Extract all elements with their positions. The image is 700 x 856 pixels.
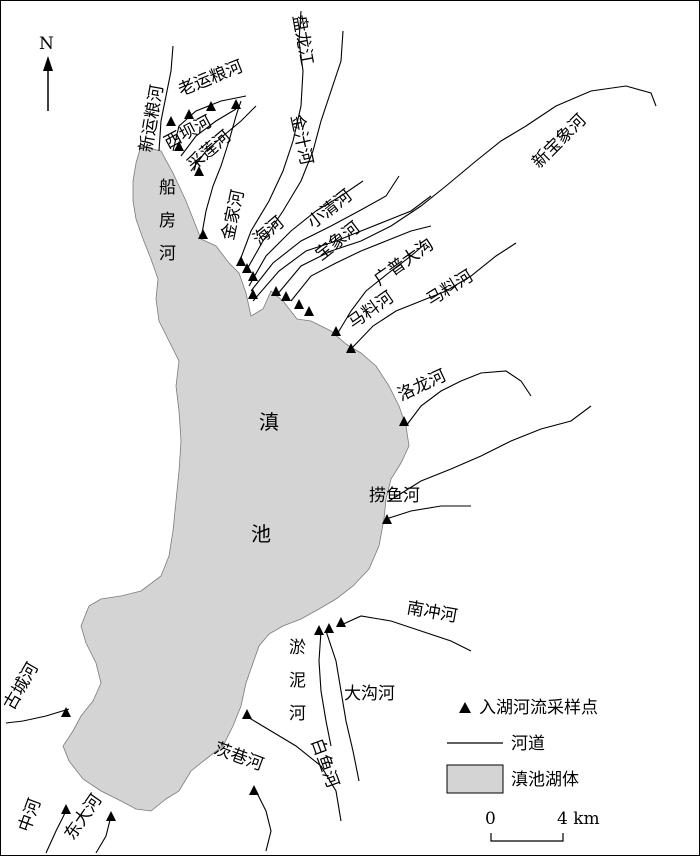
sampling-point-marker [242, 709, 252, 719]
sampling-point-marker [61, 707, 71, 717]
sampling-point-marker [346, 343, 356, 353]
sampling-point-marker [242, 263, 252, 273]
river-label-chuanfang-2: 房 [159, 211, 176, 231]
river-label-dagou: 大沟河 [344, 684, 395, 704]
sampling-point-marker [248, 289, 258, 299]
lake-name-char-2: 池 [251, 522, 271, 546]
river-label-xinyunliang: 新运粮河 [136, 83, 168, 153]
scale-bar-end-label: 4 km [557, 809, 600, 829]
river-label-chuanfang-3: 河 [159, 244, 176, 264]
sampling-point-marker [249, 785, 259, 795]
sampling-point-marker [304, 306, 314, 316]
legend-lake-label: 滇池湖体 [511, 770, 579, 790]
lake-name-char-1: 滇 [259, 410, 279, 434]
sampling-point-marker [174, 141, 184, 151]
scale-bar: 0 4 km [485, 809, 600, 842]
river-channels [5, 10, 657, 854]
legend-sampling-point-label: 入湖河流采样点 [479, 698, 598, 718]
sampling-point-marker [331, 326, 341, 336]
north-label: N [39, 34, 54, 54]
sampling-point-marker [382, 514, 392, 524]
sampling-point-marker [61, 804, 71, 814]
river-label-xinbaoxiang: 新宝象河 [528, 110, 590, 172]
river-label-yuni-2: 泥 [289, 671, 306, 691]
river-label-dongda: 东大河 [61, 791, 107, 844]
sampling-point-marker [231, 99, 241, 109]
river-label-haihe: 海河 [249, 213, 288, 250]
legend: 入湖河流采样点 河道 滇池湖体 [446, 698, 598, 794]
north-arrow: N [39, 34, 54, 111]
legend-lake-swatch [446, 764, 504, 794]
river-label-maliao-1: 马料河 [344, 287, 397, 333]
sampling-point-marker [166, 116, 176, 126]
river-label-panlong: 盘龙江 [288, 13, 317, 67]
sampling-point-marker [336, 617, 346, 627]
scale-bar-start-label: 0 [485, 809, 496, 829]
sampling-point-marker [324, 623, 334, 633]
river-label-maoxiang: 茨巷河 [211, 739, 266, 775]
sampling-point-marker [106, 811, 116, 821]
river-label-jinzhi: 金汁河 [286, 113, 316, 167]
sampling-point-marker [194, 166, 204, 176]
sampling-point-marker [236, 256, 246, 266]
legend-river-label: 河道 [511, 734, 545, 754]
sampling-point-marker [314, 625, 324, 635]
river-label-yuni-3: 河 [289, 704, 306, 724]
sampling-point-marker [248, 271, 258, 281]
sampling-point-marker [399, 416, 409, 426]
sampling-point-marker [281, 291, 291, 301]
river-label-chuanfang-1: 船 [159, 178, 176, 198]
river-label-nanchong: 南冲河 [405, 598, 459, 627]
sampling-point-marker [294, 299, 304, 309]
river-label-yuni-1: 淤 [289, 638, 306, 658]
river-label-wangjiadui: 金家河 [218, 188, 248, 242]
river-label-zhong: 中河 [15, 796, 45, 835]
sampling-point-marker [206, 101, 216, 111]
sampling-point-marker [184, 109, 194, 119]
dianchi-lake-body [62, 145, 410, 812]
river-label-baiyu: 白鱼河 [306, 736, 342, 791]
river-label-luolong: 洛龙河 [395, 366, 450, 406]
legend-sampling-point-icon [459, 702, 471, 713]
river-label-maliao-2: 马料河 [423, 266, 477, 310]
river-label-laoyunliang: 老运粮河 [175, 57, 246, 101]
river-label-gucheng: 古城河 [1, 659, 43, 713]
sampling-point-marker [198, 229, 208, 239]
sampling-point-marker [271, 286, 281, 296]
river-label-laoyu: 捞鱼河 [369, 486, 420, 506]
sampling-points [61, 99, 409, 821]
